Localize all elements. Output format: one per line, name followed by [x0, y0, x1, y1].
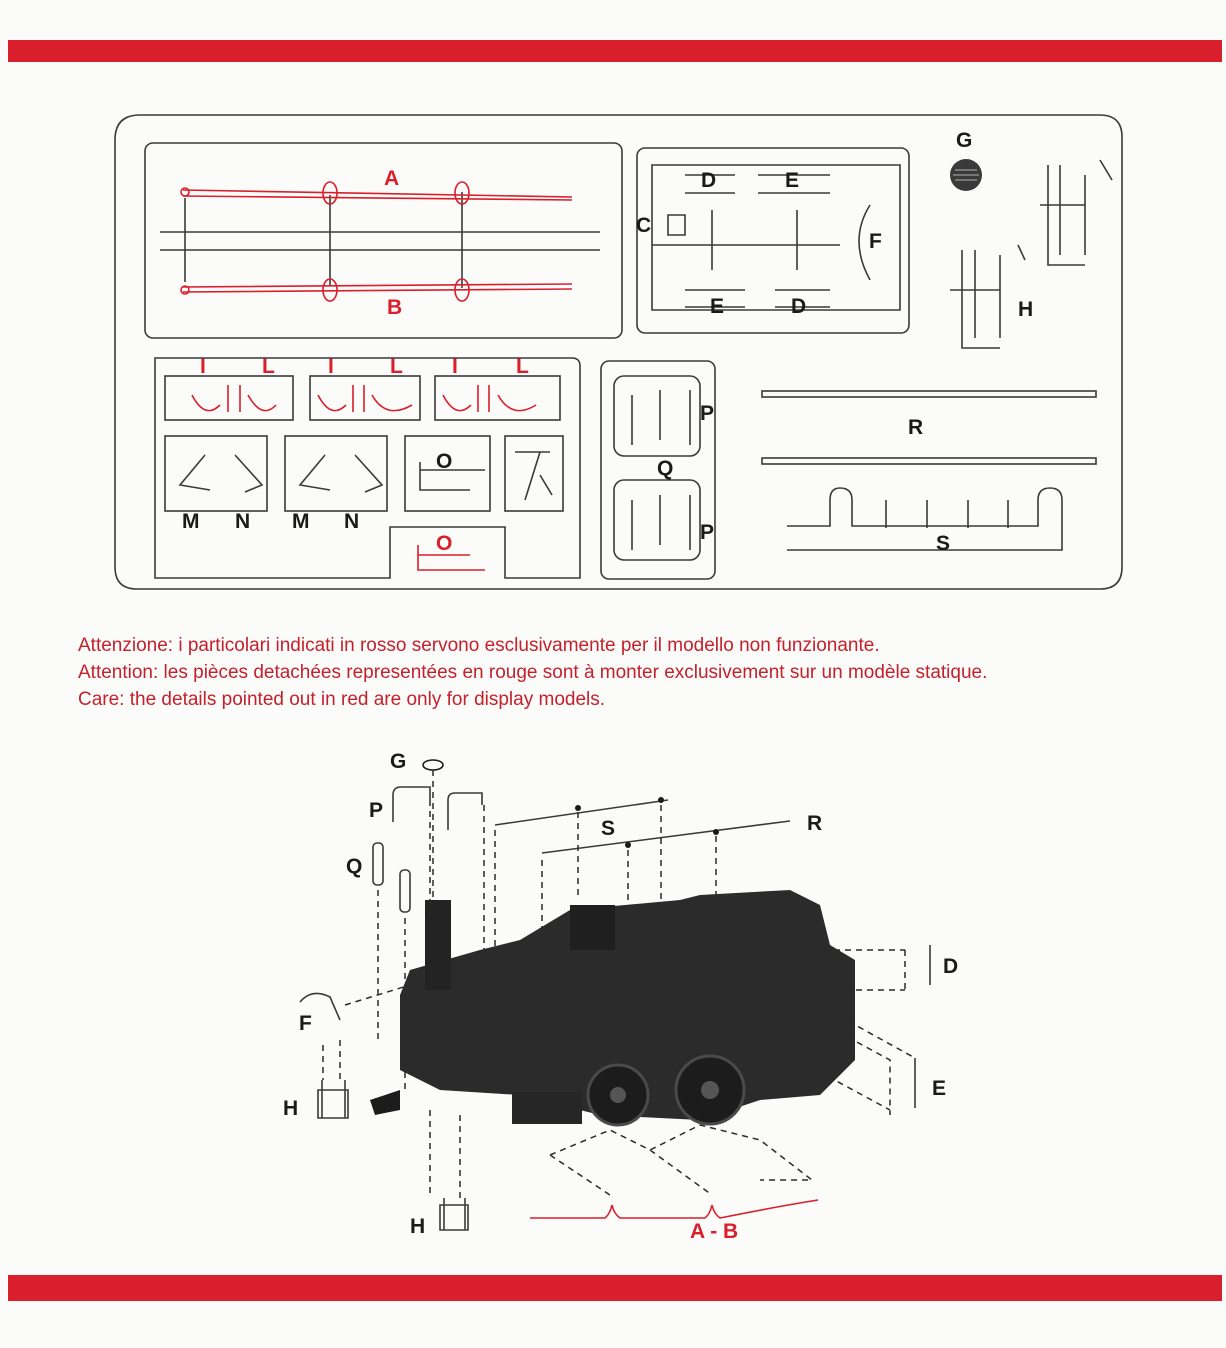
sprue-label-p1: P	[700, 402, 714, 425]
sprue-label-q: Q	[657, 457, 673, 480]
assembly-label-r: R	[807, 812, 822, 835]
sprue-label-r: R	[908, 416, 923, 439]
sprue-label-l1: L	[262, 355, 275, 378]
sprue-label-n2: N	[344, 510, 359, 533]
sprue-label-g: G	[956, 129, 972, 152]
sprue-panel-ab: A B	[144, 142, 623, 339]
sprue-panel-cdef: D E C F E D	[636, 147, 910, 334]
sprue-label-d2: D	[791, 295, 806, 318]
note-english: Care: the details pointed out in red are…	[78, 689, 606, 710]
assembly-label-s: S	[601, 817, 615, 840]
sprue-label-i3: I	[452, 355, 458, 378]
sprue-label-l2: L	[390, 355, 403, 378]
sprue-part-h: H	[950, 159, 1113, 349]
sprue-part-g: G	[950, 129, 982, 191]
sprue-panel-pq: P Q P	[600, 360, 716, 580]
sprue-label-l3: L	[516, 355, 529, 378]
sprue-label-b: B	[387, 296, 402, 319]
assembly-label-q: Q	[346, 855, 362, 878]
sprue-label-m2: M	[292, 510, 310, 533]
sprue-label-o2: O	[436, 532, 452, 555]
assembly-label-g: G	[390, 750, 406, 773]
bottom-red-band	[8, 1275, 1222, 1301]
assembly-label-h2: H	[410, 1215, 425, 1238]
top-red-band	[8, 40, 1222, 62]
sprue-label-o1: O	[436, 450, 452, 473]
assembly-label-e: E	[932, 1077, 946, 1100]
assembly-label-f: F	[299, 1012, 312, 1035]
sprue-label-p2: P	[700, 521, 714, 544]
sprue-label-h: H	[1018, 298, 1033, 321]
locomotive-illustration	[370, 890, 855, 1127]
sprue-part-rs: R S	[761, 390, 1097, 555]
sprue-label-s: S	[936, 532, 950, 555]
sprue-label-d1: D	[701, 169, 716, 192]
sprue-panel-ilmno: I L I L I L M N M N O O	[154, 355, 581, 579]
assembly-label-h1: H	[283, 1097, 298, 1120]
sprue-label-i2: I	[328, 355, 334, 378]
exploded-parts	[299, 759, 931, 1231]
sprue-label-i1: I	[200, 355, 206, 378]
red-parts-note: Attenzione: i particolari indicati in ro…	[78, 632, 1178, 713]
sprue-label-e2: E	[710, 295, 724, 318]
sprue-label-f: F	[869, 230, 882, 253]
assembly-label-p: P	[369, 799, 383, 822]
sprue-label-m1: M	[182, 510, 200, 533]
note-french: Attention: les pièces detachées represen…	[78, 662, 988, 683]
sprue-label-c: C	[636, 214, 651, 237]
sprue-label-n1: N	[235, 510, 250, 533]
note-italian: Attenzione: i particolari indicati in ro…	[78, 635, 880, 656]
sprue-label-e1: E	[785, 169, 799, 192]
sprue-sheet: A B D E C F E D G H	[114, 114, 1123, 590]
assembly-label-d: D	[943, 955, 958, 978]
assembly-label-ab: A - B	[690, 1220, 738, 1243]
sprue-label-a: A	[384, 167, 399, 190]
